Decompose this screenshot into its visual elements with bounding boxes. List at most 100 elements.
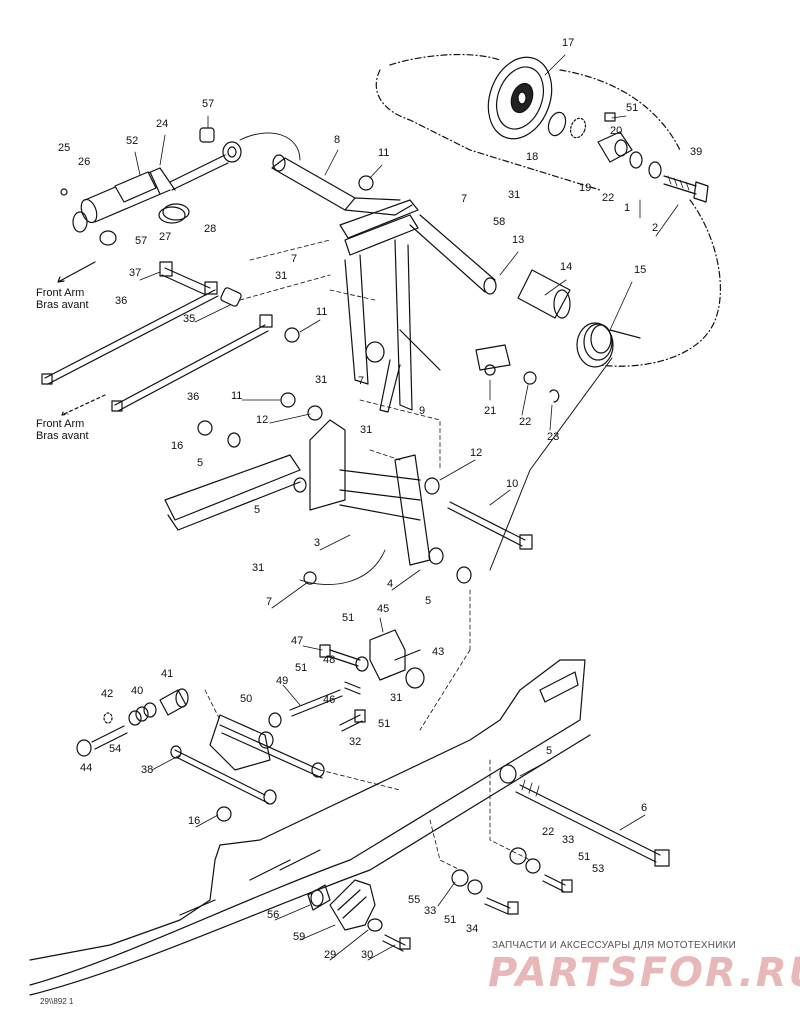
bolt-53 bbox=[542, 874, 573, 893]
callout-29: 29 bbox=[324, 949, 337, 961]
callout-31: 31 bbox=[252, 562, 265, 574]
callout-31: 31 bbox=[508, 189, 521, 201]
bolt-54 bbox=[91, 725, 128, 750]
bolt-6 bbox=[515, 779, 670, 867]
spring-15 bbox=[489, 322, 641, 571]
callout-2: 2 bbox=[652, 222, 659, 234]
spacer-14 bbox=[517, 269, 571, 319]
callout-58: 58 bbox=[493, 216, 506, 228]
ring-42 bbox=[103, 712, 113, 724]
bearing-18 bbox=[547, 111, 567, 137]
callout-22: 22 bbox=[519, 416, 532, 428]
front-arm-label-1-fr: Bras avant bbox=[36, 299, 89, 311]
callout-36: 36 bbox=[187, 391, 200, 403]
washer-22-mid bbox=[523, 371, 537, 385]
front-arm-label-2-en: Front Arm bbox=[36, 418, 85, 430]
watermark-tagline: ЗАПЧАСТИ И АКСЕССУАРЫ ДЛЯ МОТОТЕХНИКИ bbox=[492, 940, 737, 951]
upper-arm-8 bbox=[271, 154, 419, 239]
callout-53: 53 bbox=[592, 863, 605, 875]
callout-36: 36 bbox=[115, 295, 128, 307]
guide-lines bbox=[204, 239, 531, 871]
callout-59: 59 bbox=[293, 931, 306, 943]
rod-36-lower bbox=[111, 314, 273, 412]
callout-5: 5 bbox=[546, 745, 553, 757]
callout-56: 56 bbox=[267, 909, 280, 921]
callout-33: 33 bbox=[562, 834, 575, 846]
washer-5-rail bbox=[499, 764, 517, 784]
callout-51: 51 bbox=[626, 102, 639, 114]
nut-11-b bbox=[284, 327, 300, 343]
watermark-logo: PARTSFOR.RU bbox=[488, 950, 800, 996]
pin-46 bbox=[344, 681, 361, 695]
frame-3 bbox=[309, 419, 444, 566]
bushing-35 bbox=[220, 287, 242, 307]
callout-42: 42 bbox=[101, 688, 114, 700]
front-arm-label-1-en: Front Arm bbox=[36, 287, 85, 299]
nut-16-lower bbox=[216, 806, 232, 822]
slider-rail-5 bbox=[164, 454, 301, 531]
spring-40 bbox=[128, 702, 157, 726]
callout-19: 19 bbox=[579, 182, 592, 194]
callout-41: 41 bbox=[161, 668, 174, 680]
bolt-30 bbox=[382, 934, 411, 952]
callout-38: 38 bbox=[141, 764, 154, 776]
slide-rail-main bbox=[29, 659, 591, 996]
washer-22-low bbox=[509, 847, 527, 865]
washer-5-a bbox=[227, 432, 241, 448]
callout-33: 33 bbox=[424, 905, 437, 917]
callout-24: 24 bbox=[156, 118, 169, 130]
callout-43: 43 bbox=[432, 646, 445, 658]
front-arm-arrow-2 bbox=[61, 394, 106, 416]
spacer-19 bbox=[597, 131, 633, 163]
callout-35: 35 bbox=[183, 313, 196, 325]
callout-31: 31 bbox=[315, 374, 328, 386]
callout-7: 7 bbox=[291, 253, 298, 265]
bolt-49 bbox=[289, 689, 343, 717]
spring-clip-27-28 bbox=[158, 203, 190, 224]
callout-37: 37 bbox=[129, 267, 142, 279]
callout-12: 12 bbox=[256, 414, 269, 426]
callout-51: 51 bbox=[578, 851, 591, 863]
washer-12-right bbox=[424, 477, 440, 495]
washer-29 bbox=[367, 918, 383, 932]
callout-3: 3 bbox=[314, 537, 321, 549]
callout-26: 26 bbox=[78, 156, 91, 168]
washer-5-b bbox=[293, 477, 307, 493]
nut-11-c bbox=[358, 175, 374, 191]
callout-54: 54 bbox=[109, 743, 122, 755]
drawing-code: 29\\892 1 bbox=[40, 997, 74, 1006]
front-arm-arrow-1 bbox=[57, 261, 96, 283]
callout-31: 31 bbox=[275, 270, 288, 282]
callout-25: 25 bbox=[58, 142, 71, 154]
callout-8: 8 bbox=[334, 134, 341, 146]
callout-51: 51 bbox=[342, 612, 355, 624]
washer-55 bbox=[451, 869, 469, 887]
callout-45: 45 bbox=[377, 603, 390, 615]
callout-55: 55 bbox=[408, 894, 421, 906]
callout-15: 15 bbox=[634, 264, 647, 276]
nut-51-top bbox=[604, 112, 616, 122]
bushing-57-top bbox=[199, 127, 215, 143]
callout-11: 11 bbox=[378, 147, 390, 159]
bolt-2 bbox=[663, 175, 709, 203]
callout-44: 44 bbox=[80, 762, 93, 774]
callout-57: 57 bbox=[135, 235, 148, 247]
front-arm-label-2-fr: Bras avant bbox=[36, 430, 89, 442]
callout-52: 52 bbox=[126, 135, 139, 147]
callout-12: 12 bbox=[470, 447, 483, 459]
callout-13: 13 bbox=[512, 234, 525, 246]
callout-50: 50 bbox=[240, 693, 253, 705]
bracket-59 bbox=[329, 879, 376, 931]
callout-5: 5 bbox=[254, 504, 261, 516]
callout-11: 11 bbox=[231, 390, 243, 402]
washer-12-left bbox=[307, 405, 323, 421]
callout-30: 30 bbox=[361, 949, 374, 961]
callout-18: 18 bbox=[526, 151, 539, 163]
bolt-47 bbox=[319, 644, 361, 667]
leader-lines bbox=[134, 54, 679, 961]
callout-17: 17 bbox=[562, 37, 575, 49]
washer-1 bbox=[648, 161, 662, 179]
callout-9: 9 bbox=[419, 405, 426, 417]
callout-6: 6 bbox=[641, 802, 648, 814]
